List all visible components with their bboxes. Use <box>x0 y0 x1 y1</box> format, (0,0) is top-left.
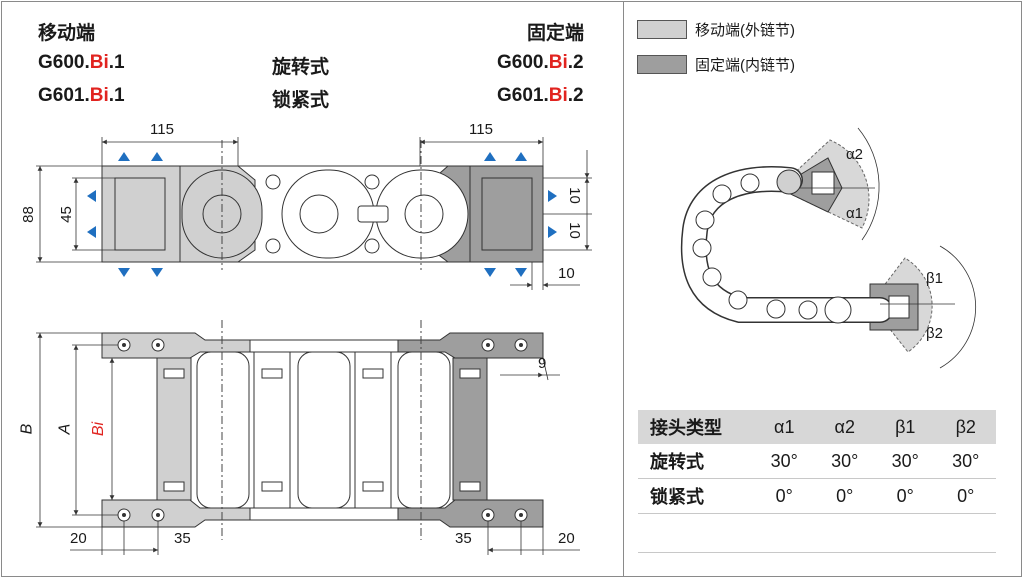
dim-115-left: 115 <box>150 121 174 138</box>
dim-10-b: 10 <box>565 222 583 239</box>
cell-value: 0° <box>957 485 975 506</box>
cell-value: 0° <box>775 485 793 506</box>
dim-Bi: Bi <box>90 421 108 437</box>
cell-value: 0° <box>836 485 854 506</box>
cell-value: 30° <box>952 450 980 471</box>
legend-swatch-fixed <box>637 55 687 74</box>
dim-35-right: 35 <box>455 530 472 547</box>
legend-label-fixed: 固定端(内链节) <box>695 57 795 74</box>
row-label: 锁紧式 <box>650 487 704 507</box>
bent-chain-diagram <box>680 127 977 369</box>
table-row-empty <box>638 514 996 553</box>
model-g600-bi-2: G600.Bi.2 <box>497 52 584 73</box>
top-view-chain <box>101 140 544 270</box>
cell-value: 30° <box>831 450 859 471</box>
dim-88: 88 <box>19 206 37 223</box>
header-beta2: β2 <box>955 416 976 437</box>
joint-angle-table: 接头类型 α1 α2 β1 β2 旋转式 30° 30° 30° 30° 锁紧式… <box>638 410 996 553</box>
type-rotating: 旋转式 <box>272 57 330 78</box>
dim-A: A <box>56 423 74 435</box>
dim-115-right: 115 <box>469 121 493 138</box>
model-g600-bi-1: G600.Bi.1 <box>38 52 125 73</box>
table-row: 旋转式 30° 30° 30° 30° <box>638 444 996 479</box>
angle-beta2: β2 <box>926 325 943 342</box>
mounting-arrows <box>87 152 557 277</box>
type-locking: 锁紧式 <box>272 90 330 111</box>
dim-20-right: 20 <box>558 530 575 547</box>
dim-45: 45 <box>57 206 75 223</box>
header-alpha2: α2 <box>834 416 855 437</box>
legend-swatch-moving <box>637 20 687 39</box>
model-g601-bi-2: G601.Bi.2 <box>497 85 584 106</box>
moving-end-label: 移动端 <box>38 23 96 44</box>
angle-alpha1: α1 <box>846 205 864 222</box>
dim-B: B <box>18 423 36 435</box>
cell-value: 30° <box>770 450 798 471</box>
header-beta1: β1 <box>895 416 916 437</box>
legend-label-moving: 移动端(外链节) <box>695 22 795 39</box>
dim-10-a: 10 <box>565 187 583 204</box>
bottom-view-chain <box>101 320 544 540</box>
panel-divider <box>623 1 624 577</box>
row-label: 旋转式 <box>650 452 704 472</box>
header-joint-type: 接头类型 <box>650 418 722 438</box>
table-row: 锁紧式 0° 0° 0° 0° <box>638 479 996 514</box>
table-header-row: 接头类型 α1 α2 β1 β2 <box>638 410 996 444</box>
dim-20-left: 20 <box>70 530 87 547</box>
bottom-dimensions <box>36 332 580 555</box>
header-alpha1: α1 <box>774 416 795 437</box>
dim-10-c: 10 <box>558 265 575 282</box>
dim-35-left: 35 <box>174 530 191 547</box>
dim-9: 9 <box>538 355 547 372</box>
fixed-end-label: 固定端 <box>527 23 585 44</box>
top-dimensions <box>36 137 592 290</box>
angle-alpha2: α2 <box>846 146 864 163</box>
model-g601-bi-1: G601.Bi.1 <box>38 85 125 106</box>
cell-value: 0° <box>896 485 914 506</box>
angle-beta1: β1 <box>926 270 943 287</box>
cell-value: 30° <box>891 450 919 471</box>
